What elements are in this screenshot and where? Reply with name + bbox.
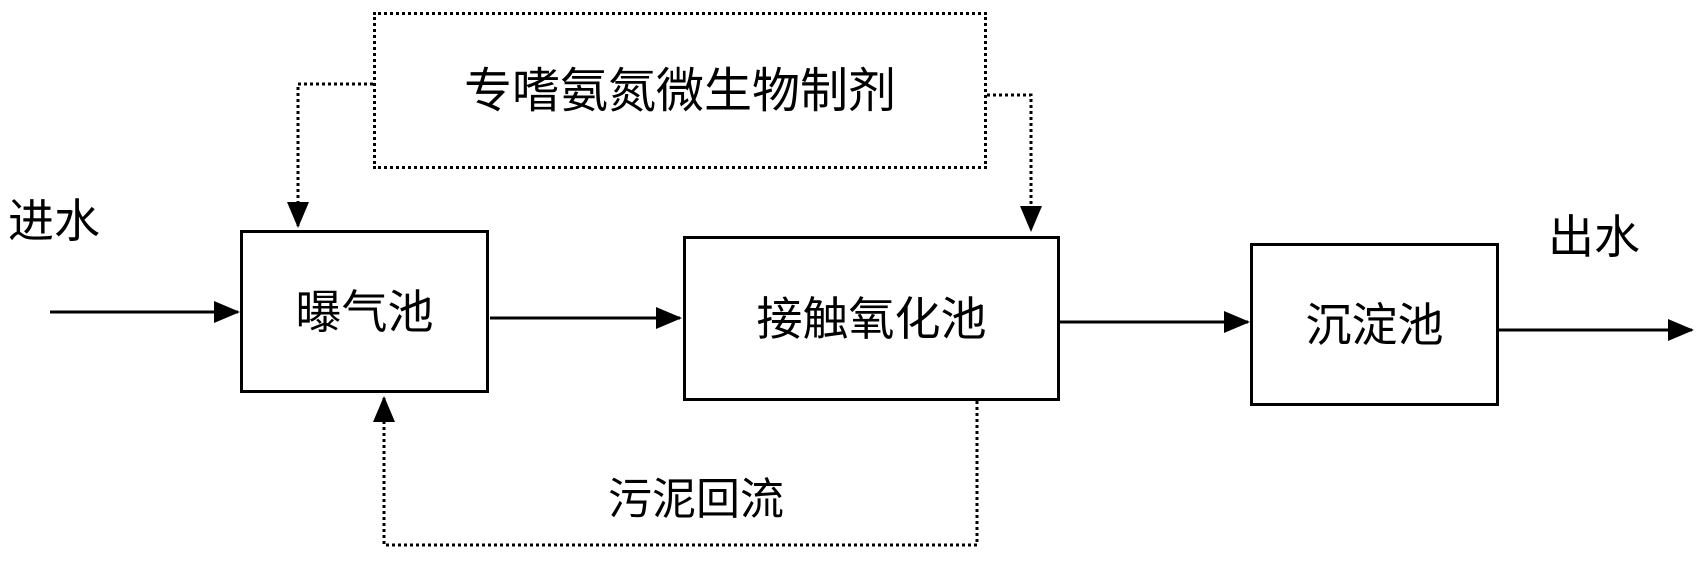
reagent-box: 专嗜氨氮微生物制剂	[373, 12, 987, 169]
aeration-tank-box: 曝气池	[240, 230, 489, 393]
outlet-label: 出水	[1548, 210, 1640, 264]
sedimentation-tank-label: 沉淀池	[1305, 297, 1444, 352]
contact-oxidation-tank-label: 接触氧化池	[756, 291, 987, 346]
sludge-return-label: 污泥回流	[608, 474, 784, 525]
sedimentation-tank-box: 沉淀池	[1250, 243, 1499, 406]
reagent-feed-left	[287, 82, 373, 228]
sludge-return-line	[373, 396, 979, 547]
contact-oxidation-tank-box: 接触氧化池	[683, 236, 1060, 401]
reagent-feed-right	[987, 93, 1042, 232]
aeration-tank-label: 曝气池	[295, 284, 434, 339]
inlet-label: 进水	[8, 194, 100, 248]
reagent-label: 专嗜氨氮微生物制剂	[463, 62, 896, 119]
